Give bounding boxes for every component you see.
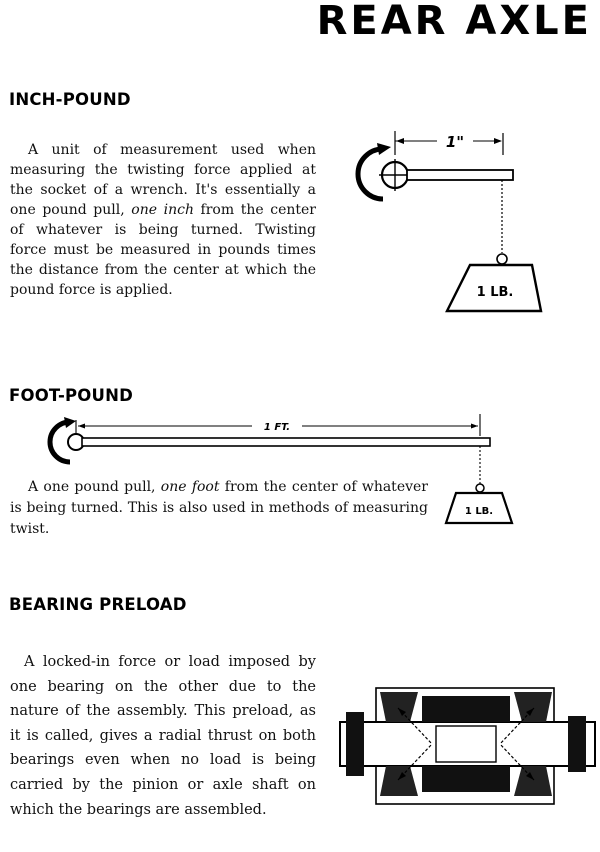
foot-distance-label: 1 FT. [264,422,290,433]
shaft-end-left [346,712,364,776]
foot-dimension-arrow-left [78,423,85,429]
dimension-arrow-left [396,138,404,144]
bearing-preload-diagram [339,687,596,805]
dimension-arrow-right [494,138,502,144]
thrust-arrow-right-down [526,772,534,780]
foot-rotation-arrow-icon [47,419,71,465]
bearing-preload-description: A locked-in force or load imposed by one… [10,654,316,818]
thrust-arrow-right-up [526,708,534,716]
inch-pound-heading: INCH-POUND [9,90,131,109]
foot-pound-text-2: from the center of whatever is being tur… [10,479,428,537]
bearing-preload-heading: BEARING PRELOAD [9,595,187,614]
foot-pound-text-1: A one pound pull, [28,479,161,495]
right-bearing-top [514,692,552,722]
inch-pound-description: A unit of measurement used when measurin… [10,140,316,300]
bearing-spacer-top [422,696,510,722]
inch-pound-text-1: A unit of measurement used when measurin… [10,142,316,218]
inch-pound-text-2: from the center of whatever is being tur… [10,202,316,298]
foot-pound-emphasis: one foot [160,479,220,495]
inch-weight-label: 1 LB. [477,285,514,300]
foot-pound-heading: FOOT-POUND [9,386,134,405]
page-title: REAR AXLE [316,0,592,44]
left-bearing-top [380,692,418,722]
foot-wrench-handle [81,437,491,447]
weight-block [445,263,543,313]
right-bearing-bottom [514,766,552,796]
left-bearing-bottom [380,766,418,796]
rotation-arrow-head [377,143,391,155]
bearing-spacer-bottom [422,766,510,792]
thrust-line-2 [397,743,433,781]
thrust-arrow-left-down [398,772,406,780]
foot-weight-label: 1 LB. [465,506,493,517]
wrench-handle [406,169,514,181]
foot-rotation-arrow-head [64,417,76,428]
thrust-line-4 [499,743,535,781]
thrust-arrow-left-up [398,708,406,716]
foot-weight-hook [475,483,485,493]
bearing-spacer-window [435,725,497,763]
inch-pound-emphasis: one inch [131,202,194,218]
inch-pound-diagram: 1" 1 LB. [355,131,543,313]
rotation-arrow-icon [355,146,384,202]
thrust-line-1 [397,707,433,745]
foot-pound-diagram: 1 FT. 1 LB. [47,414,514,525]
weight-hook [496,253,508,265]
thrust-line-3 [499,707,535,745]
foot-pound-description: A one pound pull, one foot from the cent… [10,477,428,540]
inch-distance-label: 1" [446,133,464,151]
foot-dimension-arrow-right [471,423,478,429]
shaft-end-right [568,716,586,772]
foot-weight-block [444,491,514,525]
